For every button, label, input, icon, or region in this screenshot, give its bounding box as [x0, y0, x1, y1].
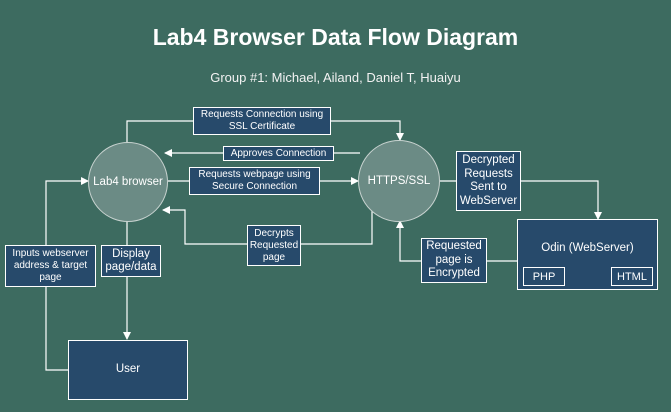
- arrow-decrypts-page: [162, 205, 373, 245]
- php-box: PHP: [523, 267, 565, 286]
- webserver-title: Odin (WebServer): [541, 242, 634, 254]
- html-box: HTML: [611, 267, 653, 286]
- label-requests-connection: Requests Connection using SSL Certificat…: [193, 107, 331, 135]
- label-decrypted-requests: Decrypted Requests Sent to WebServer: [456, 151, 521, 211]
- label-page-encrypted: Requested page is Encrypted: [421, 238, 487, 283]
- page-title: Lab4 Browser Data Flow Diagram: [152, 24, 519, 50]
- user-box: User: [68, 340, 188, 400]
- user-label: User: [115, 363, 141, 375]
- group-subtitle: Group #1: Michael, Ailand, Daniel T, Hua…: [210, 70, 461, 85]
- https-ssl-node: HTTPS/SSL: [358, 140, 440, 222]
- label-inputs-address: Inputs webserver address & target page: [5, 245, 96, 287]
- label-approves-connection: Approves Connection: [223, 146, 334, 161]
- browser-node: Lab4 browser: [88, 142, 168, 222]
- webserver-box: Odin (WebServer) PHP HTML: [517, 219, 658, 290]
- label-decrypts-page: Decrypts Requested page: [247, 225, 301, 266]
- label-requests-webpage: Requests webpage using Secure Connection: [189, 167, 320, 195]
- label-display-page: Display page/data: [101, 245, 161, 277]
